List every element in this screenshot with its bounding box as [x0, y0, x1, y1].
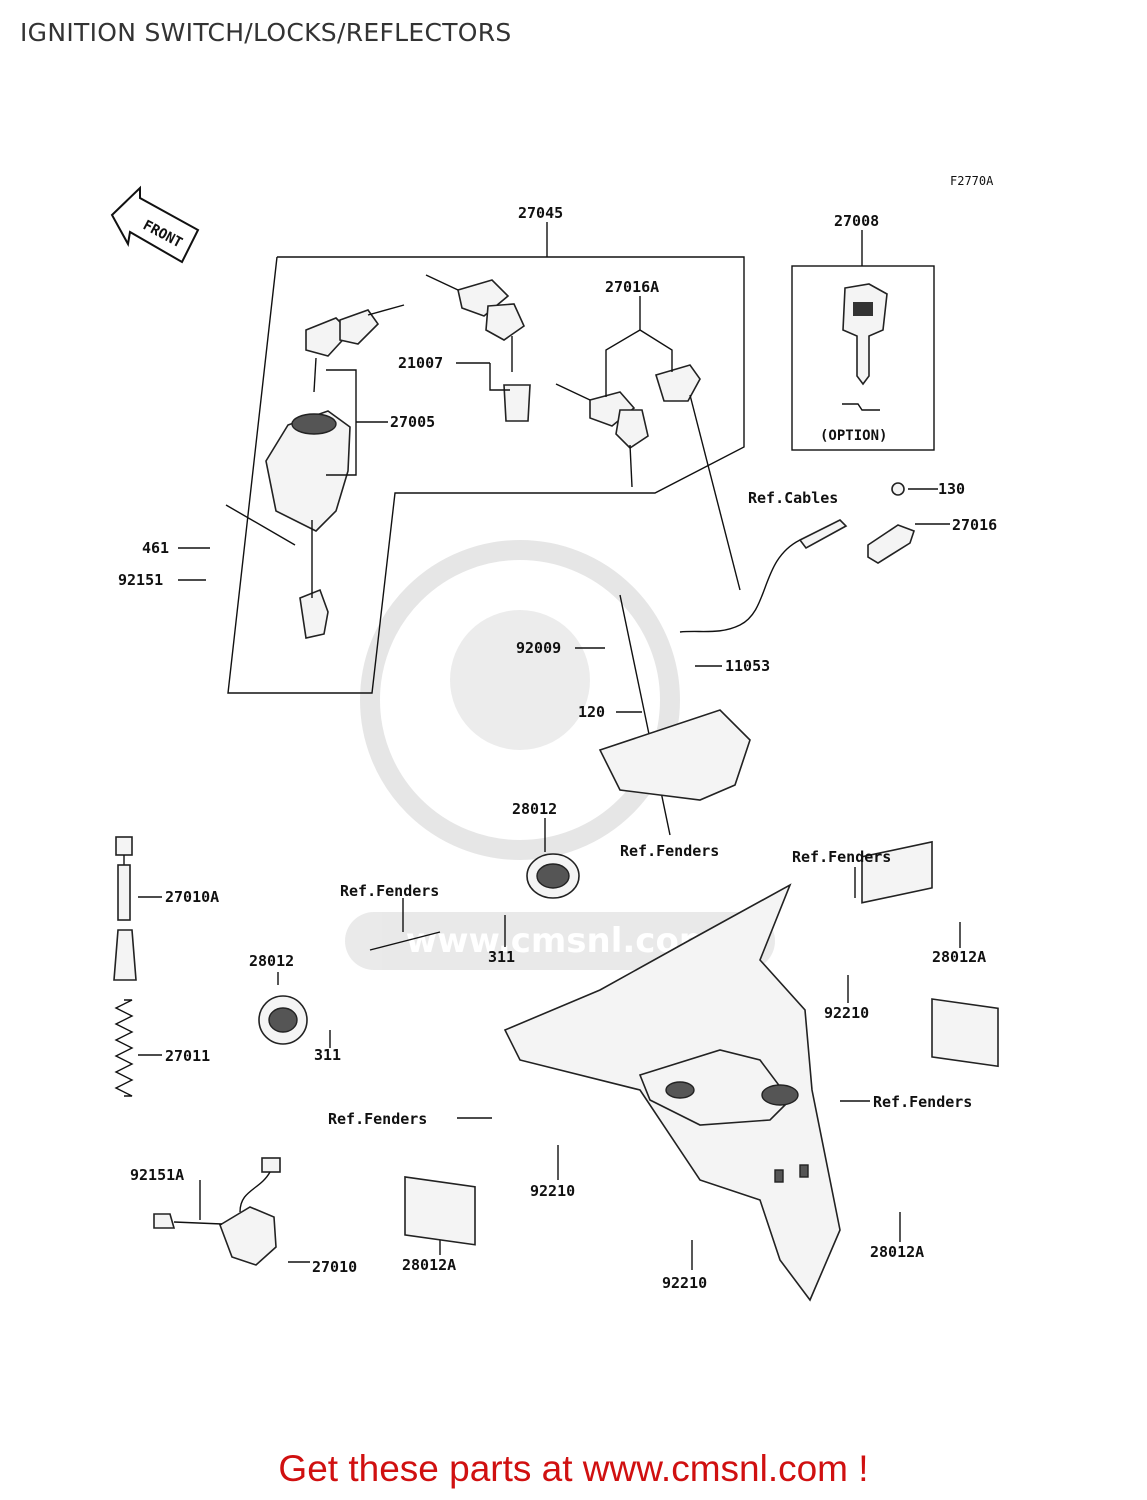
label-ref-fenders-center: Ref.Fenders	[620, 842, 719, 860]
label-130: 130	[938, 480, 965, 498]
label-27010A: 27010A	[165, 888, 219, 906]
spring-27011	[114, 999, 134, 1097]
cms-watermark: www.cmsnl.com	[345, 540, 775, 970]
label-120: 120	[578, 703, 605, 721]
keys-set-left	[305, 304, 405, 393]
option-label: (OPTION)	[820, 428, 887, 444]
label-27005: 27005	[390, 413, 435, 431]
option-box-27008: (OPTION)	[791, 230, 935, 451]
page-title: IGNITION SWITCH/LOCKS/REFLECTORS	[20, 18, 512, 47]
label-27045: 27045	[518, 204, 563, 222]
label-92151A: 92151A	[130, 1166, 184, 1184]
lock-27016	[867, 524, 916, 564]
bolt-130	[891, 482, 905, 496]
reflector-28012-top	[526, 853, 580, 899]
label-21007: 21007	[398, 354, 443, 372]
label-27016A: 27016A	[605, 278, 659, 296]
label-92210-right: 92210	[824, 1004, 869, 1022]
label-ref-cables: Ref.Cables	[748, 489, 838, 507]
label-27016: 27016	[952, 516, 997, 534]
label-11053: 11053	[725, 657, 770, 675]
reflector-28012A-lower-left	[404, 1176, 476, 1246]
bracket-27045	[227, 222, 745, 694]
diagram-code: F2770A	[950, 174, 994, 188]
label-92210-mid: 92210	[530, 1182, 575, 1200]
label-ref-fenders-right: Ref.Fenders	[792, 848, 891, 866]
label-27011: 27011	[165, 1047, 210, 1065]
label-ref-fenders-far: Ref.Fenders	[873, 1093, 972, 1111]
label-28012-left: 28012	[249, 952, 294, 970]
reflector-28012-left	[258, 995, 308, 1045]
front-arrow-icon: FRONT	[110, 185, 200, 264]
rear-fender	[503, 883, 841, 1302]
label-92009: 92009	[516, 639, 561, 657]
parts-diagram: www.cmsnl.com FRONT F2770A (OPTION)	[110, 174, 999, 1302]
mudguard-upper	[598, 709, 751, 801]
label-28012A-lower-left: 28012A	[402, 1256, 456, 1274]
label-ref-fenders-mid: Ref.Fenders	[328, 1110, 427, 1128]
reflector-28012A-lower-right	[861, 840, 933, 904]
label-27008: 27008	[834, 212, 879, 230]
keys-set-center	[425, 274, 531, 422]
label-92151: 92151	[118, 571, 163, 589]
label-ref-fenders-left: Ref.Fenders	[340, 882, 439, 900]
label-27010: 27010	[312, 1258, 357, 1276]
keys-set-right	[555, 364, 701, 488]
footer-cta-link[interactable]: Get these parts at www.cmsnl.com !	[278, 1448, 869, 1489]
label-92210-bottom: 92210	[662, 1274, 707, 1292]
label-28012-top: 28012	[512, 800, 557, 818]
reflector-28012A-upper	[931, 998, 999, 1068]
ignition-switch-27005	[265, 410, 351, 639]
label-28012A-upper: 28012A	[932, 948, 986, 966]
switch-27010A	[113, 836, 137, 981]
switch-27010	[153, 1157, 281, 1266]
label-311-lower: 311	[314, 1046, 341, 1064]
cable-end-upper	[798, 519, 848, 550]
lock-cable	[679, 539, 801, 633]
label-461: 461	[142, 539, 169, 557]
label-28012A-lower-right: 28012A	[870, 1243, 924, 1261]
label-311-upper: 311	[488, 948, 515, 966]
leader-lines	[138, 296, 961, 1270]
